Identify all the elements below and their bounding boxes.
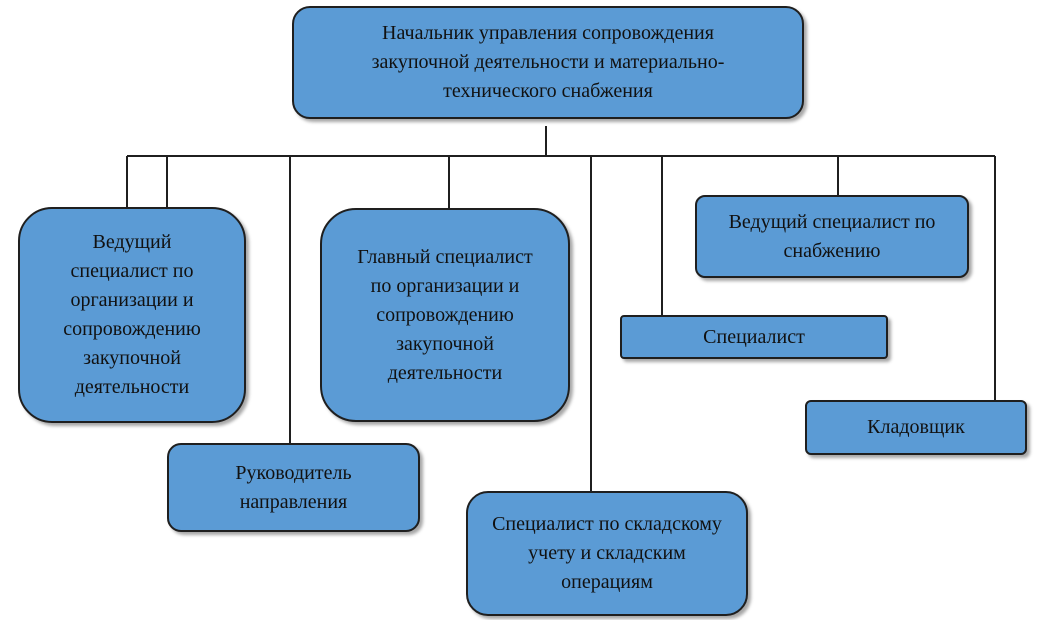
head-of-department-box: Начальник управления сопровождения закуп…	[292, 6, 804, 119]
lead-procurement-specialist-box: Ведущий специалист по организации и сопр…	[18, 207, 246, 423]
lead-procurement-specialist-label: Ведущий специалист по организации и сопр…	[63, 231, 201, 398]
chief-procurement-specialist-box: Главный специалист по организации и сопр…	[320, 208, 570, 422]
storekeeper-box: Кладовщик	[805, 400, 1027, 455]
chief-procurement-specialist-label: Главный специалист по организации и сопр…	[357, 245, 533, 384]
line-director-label: Руководитель направления	[235, 461, 352, 513]
lead-supply-specialist-box: Ведущий специалист по снабжению	[695, 195, 969, 278]
specialist-box: Специалист	[620, 315, 888, 359]
head-of-department-label: Начальник управления сопровождения закуп…	[371, 22, 725, 102]
storekeeper-label: Кладовщик	[867, 416, 965, 438]
warehouse-specialist-box: Специалист по складскому учету и складск…	[466, 491, 748, 616]
line-director-box: Руководитель направления	[167, 443, 420, 532]
warehouse-specialist-label: Специалист по складскому учету и складск…	[492, 513, 722, 593]
lead-supply-specialist-label: Ведущий специалист по снабжению	[728, 210, 936, 262]
specialist-label: Специалист	[703, 325, 805, 348]
